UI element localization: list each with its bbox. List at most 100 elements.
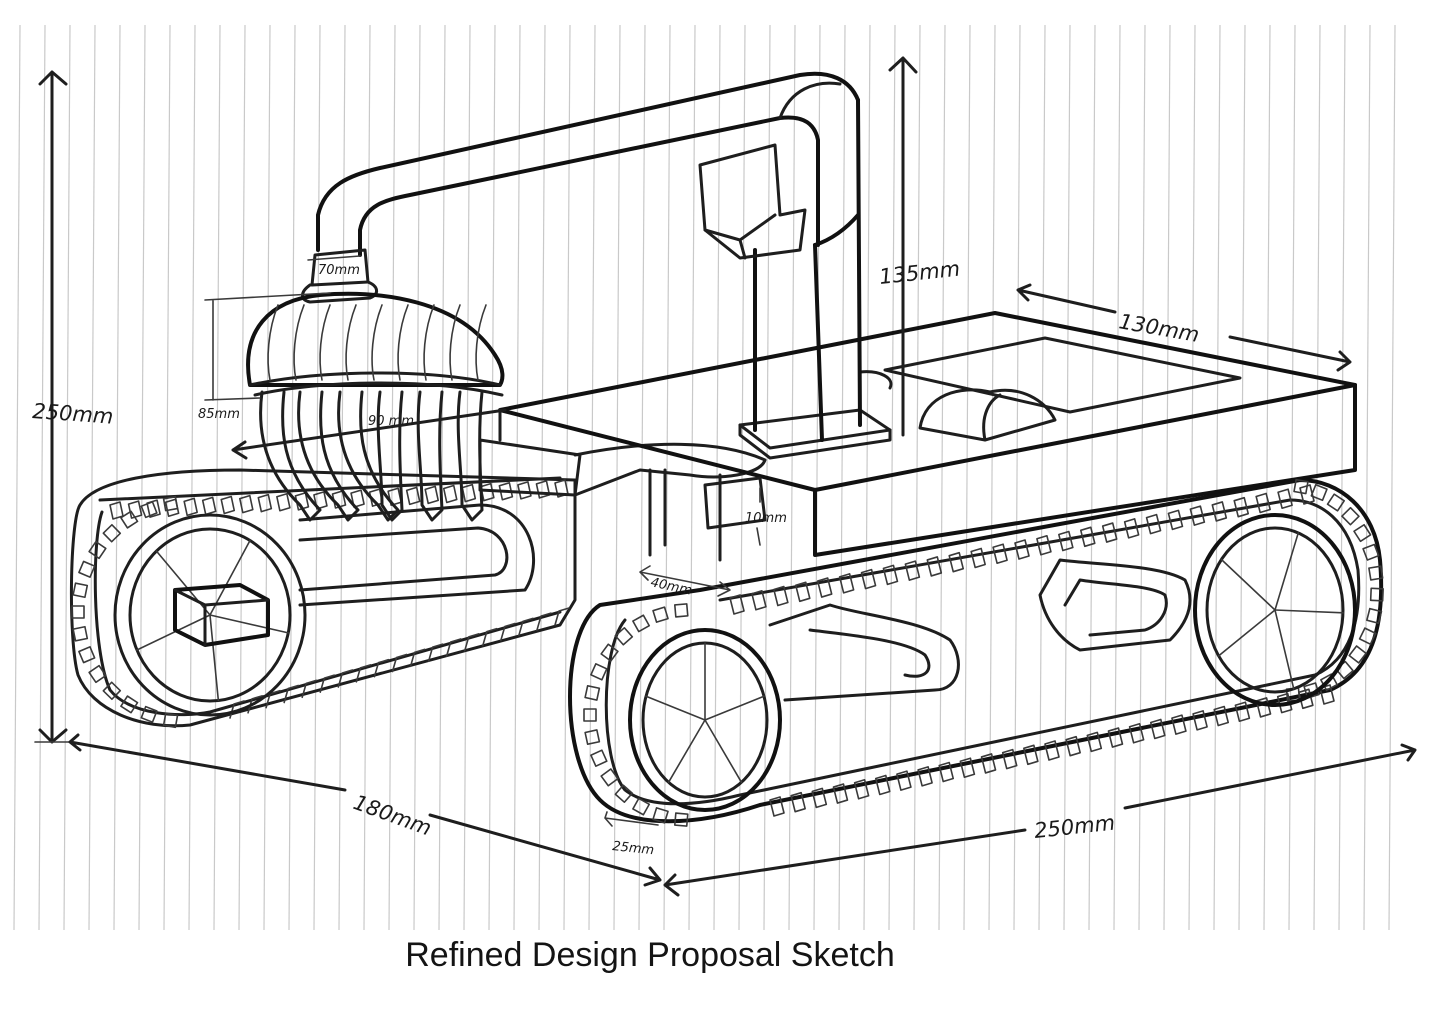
track-link <box>78 646 96 664</box>
track-link <box>1276 692 1293 714</box>
track-link <box>938 761 955 783</box>
track-link <box>584 729 601 746</box>
robot-design-sketch: 250mm 85mm 90 mm 70mm 135mm 130mm 10mm 4… <box>13 24 1417 931</box>
track-link <box>1233 496 1250 518</box>
track-link <box>673 603 689 618</box>
track-link <box>301 679 318 699</box>
track-link <box>584 684 601 701</box>
rule-line <box>288 24 296 931</box>
track-link <box>127 500 143 519</box>
robot-arm <box>301 71 893 460</box>
rule-line <box>1063 24 1071 931</box>
claw-rib <box>371 304 383 381</box>
wheel-spoke <box>1274 609 1295 690</box>
track-link <box>600 643 619 662</box>
track-link <box>461 483 477 503</box>
rule-line <box>1363 24 1371 931</box>
track-link <box>1362 543 1380 561</box>
track-link <box>373 658 390 678</box>
track-link <box>405 486 421 506</box>
claw-finger <box>259 390 322 522</box>
track-link <box>1065 735 1081 757</box>
claw-width-label: 90 mm <box>368 414 414 429</box>
rule-line <box>238 24 246 931</box>
track-link <box>1255 492 1271 514</box>
rule-line <box>363 24 371 931</box>
track-link <box>1277 488 1293 510</box>
wheel-spoke <box>704 719 743 784</box>
track-link <box>102 523 122 543</box>
rule-line <box>838 24 846 931</box>
claw-finger <box>376 390 404 522</box>
rule-line <box>413 24 421 931</box>
track-link <box>896 770 912 791</box>
rule-line <box>1013 24 1021 931</box>
track-link <box>355 664 372 683</box>
wheel-spoke <box>1217 609 1276 657</box>
track-link <box>838 573 855 594</box>
track-link <box>1044 740 1060 761</box>
wheel-spoke <box>1220 558 1276 611</box>
wheel-spoke <box>667 719 706 784</box>
track-link <box>1293 478 1309 495</box>
track-link <box>463 633 480 652</box>
track-link <box>140 705 158 723</box>
track-link <box>1145 513 1162 535</box>
track-link <box>220 495 236 515</box>
track-link <box>481 627 498 647</box>
track-link <box>590 663 608 681</box>
track-link <box>391 653 408 673</box>
track-link <box>480 482 495 502</box>
track-link <box>1107 727 1124 748</box>
rule-line <box>1088 24 1096 931</box>
track-link <box>1310 483 1328 502</box>
rule-line <box>638 24 646 931</box>
rule-line <box>1163 24 1171 931</box>
rule-line <box>988 24 996 931</box>
track-link <box>1014 539 1030 560</box>
claw-rib <box>267 304 279 381</box>
track-link <box>652 807 669 824</box>
total-height-label: 250mm <box>32 399 114 429</box>
track-link <box>72 582 89 599</box>
track-link <box>1353 523 1372 543</box>
track-link <box>445 638 462 657</box>
track-link <box>257 493 273 513</box>
track-link <box>517 481 532 500</box>
wheel-spoke <box>155 550 211 616</box>
track-link <box>1167 509 1184 531</box>
track-link <box>183 497 198 517</box>
track-link <box>146 499 161 518</box>
rule-line <box>388 24 396 931</box>
track-link <box>120 695 139 714</box>
rule-line <box>38 24 46 931</box>
rule-line <box>188 24 196 931</box>
arm-height-label: 135mm <box>878 257 961 289</box>
rule-line <box>1138 24 1146 931</box>
rule-line <box>213 24 221 931</box>
track-link <box>120 510 139 529</box>
track-link <box>811 787 828 809</box>
track-link <box>904 560 921 581</box>
track-width-label: 25mm <box>612 839 655 858</box>
rule-line <box>1038 24 1046 931</box>
rule-line <box>963 24 971 931</box>
track-link <box>337 669 354 688</box>
track-link <box>409 648 426 668</box>
track-link <box>1101 522 1118 543</box>
claw-gripper <box>246 291 505 522</box>
track-link <box>1319 684 1335 705</box>
track-link <box>162 495 179 512</box>
track-link <box>729 594 745 615</box>
track-link <box>632 797 651 816</box>
track-link <box>980 753 997 774</box>
claw-rib <box>319 304 331 381</box>
track-link <box>500 622 516 642</box>
track-link <box>970 547 986 569</box>
claw-height-label: 85mm <box>198 407 240 422</box>
track-link <box>1189 505 1206 526</box>
track-link <box>427 643 444 662</box>
rule-line <box>938 24 946 931</box>
rule-line <box>1288 24 1296 931</box>
wheel-spoke <box>1274 532 1300 611</box>
